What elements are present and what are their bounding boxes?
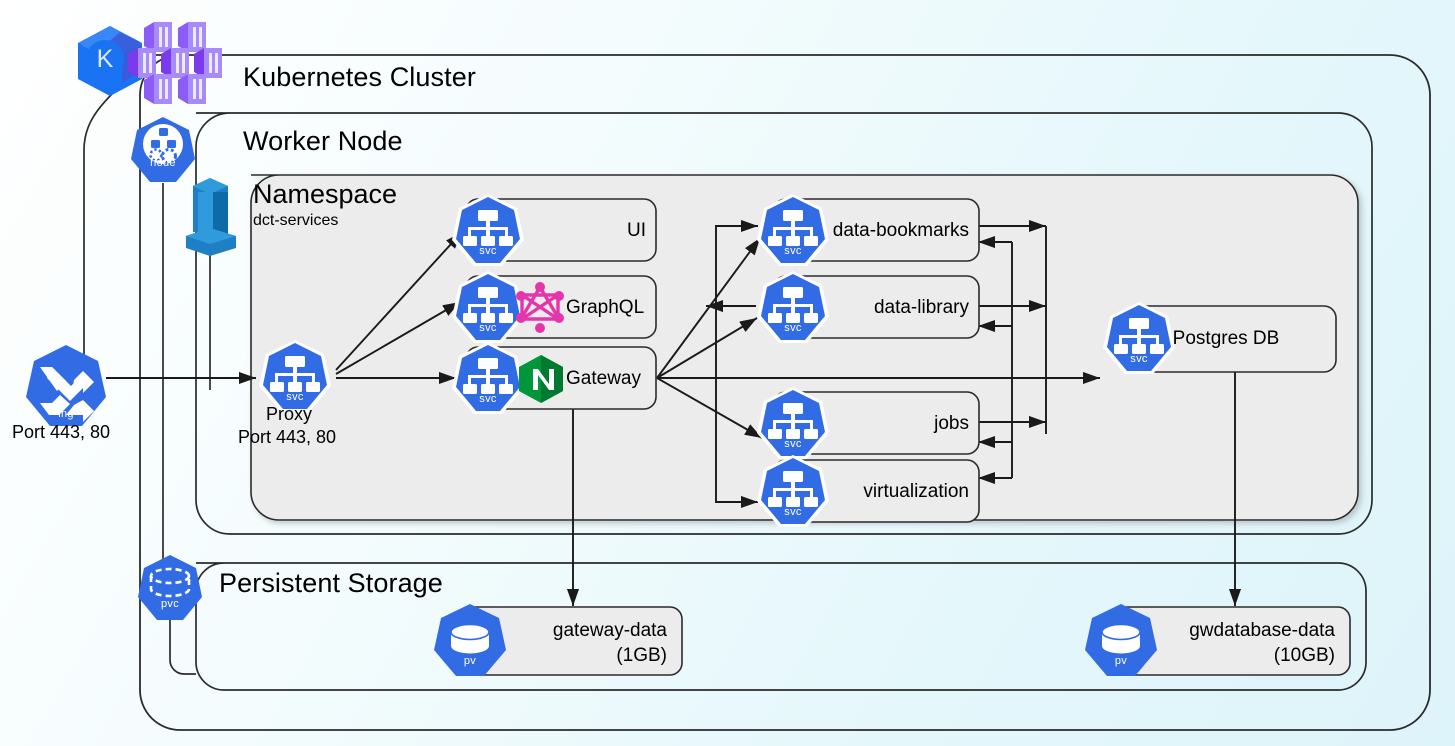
kubernetes-logo-icon: K [78, 26, 142, 96]
volume-label-gateway-data: gateway-data [552, 620, 667, 641]
pvc-icon [138, 555, 202, 620]
ingress-icon-label: ing [58, 408, 74, 420]
proxy-label: Proxy [266, 404, 313, 424]
svc-icon-graphql[interactable] [452, 271, 524, 343]
svg-text:K: K [97, 45, 114, 73]
ingress-port-caption: Port 443, 80 [12, 422, 111, 442]
svc-icon-virtualization[interactable] [757, 455, 829, 527]
service-label-jobs: jobs [934, 413, 969, 434]
node-icon [131, 117, 195, 182]
namespace-subtitle: dct-services [253, 212, 339, 229]
svc-label-proxy: svc [286, 391, 304, 403]
service-label-virtualization: virtualization [863, 481, 969, 502]
svc-label-gateway: svc [479, 393, 497, 405]
svc-icon-ui[interactable] [452, 194, 524, 266]
svc-label-virtualization: svc [784, 506, 802, 518]
svc-icon-gateway[interactable] [452, 342, 524, 414]
service-label-gateway: Gateway [566, 368, 641, 389]
svc-icon-postgres-db[interactable] [1103, 302, 1175, 374]
persistent-storage-title: Persistent Storage [219, 568, 443, 598]
pvc-icon-label: pvc [160, 598, 180, 610]
svc-icon-data-bookmarks[interactable] [757, 194, 829, 266]
ingress-icon[interactable] [26, 345, 106, 426]
service-label-data-bookmarks: data-bookmarks [832, 220, 969, 241]
graphql-logo-icon [516, 282, 564, 333]
pv-label-gateway-data: pv [463, 655, 477, 667]
cluster-title: Kubernetes Cluster [243, 62, 476, 92]
proxy-port-caption: Port 443, 80 [238, 427, 337, 447]
pv-label-gwdatabase-data: pv [1114, 655, 1128, 667]
container-icon-connectors [83, 92, 211, 675]
service-label-ui: UI [627, 220, 646, 241]
svc-icon-data-library[interactable] [757, 271, 829, 343]
pv-icon-gwdatabase-data[interactable] [1085, 604, 1157, 676]
svc-icon-jobs[interactable] [757, 387, 829, 459]
edges-data-services-to-database [978, 219, 1100, 485]
edges-to-persistent-volumes [566, 368, 1242, 606]
edges-proxy-to-frontend [335, 231, 463, 385]
volume-size-gwdatabase-data: (10GB) [1273, 645, 1335, 666]
svc-label-data-library: svc [784, 322, 802, 334]
svc-label-data-bookmarks: svc [784, 245, 802, 257]
worker-node-title: Worker Node [243, 126, 403, 156]
pv-icon-gateway-data[interactable] [434, 604, 506, 676]
svc-icon-proxy[interactable] [259, 340, 331, 412]
nginx-logo-icon [519, 355, 563, 403]
svc-label-postgres-db: svc [1130, 353, 1148, 365]
service-label-graphql: GraphQL [566, 297, 645, 318]
service-label-data-library: data-library [873, 297, 969, 318]
edges-gateway-to-data-services [656, 219, 1000, 509]
svc-label-ui: svc [479, 245, 497, 257]
svc-label-jobs: svc [784, 438, 802, 450]
container-persistent-storage [195, 562, 1367, 691]
svc-label-graphql: svc [479, 322, 497, 334]
service-label-postgres-db: Postgres DB [1172, 328, 1280, 349]
volume-size-gateway-data: (1GB) [616, 645, 667, 666]
container-worker-node [195, 112, 1373, 535]
volume-label-gwdatabase-data: gwdatabase-data [1189, 620, 1335, 641]
namespace-icon [186, 178, 236, 256]
pods-icon [128, 22, 222, 104]
namespace-title: Namespace [253, 179, 398, 209]
node-icon-label: node [150, 157, 176, 169]
